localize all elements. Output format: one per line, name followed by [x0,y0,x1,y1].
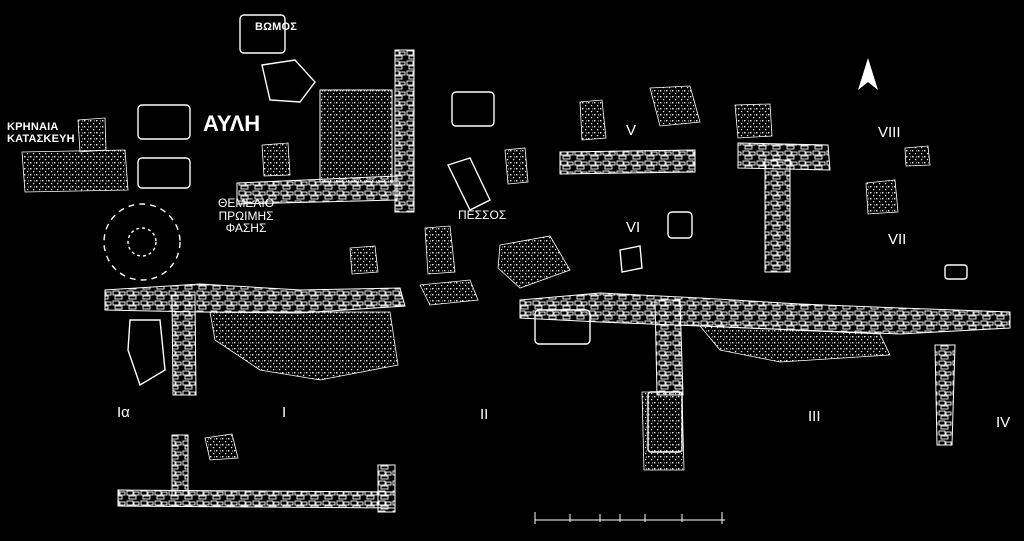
north-arrow-icon [858,58,878,90]
room-III-label: III [808,408,821,425]
room-VI-label: VI [626,219,641,236]
foundation-label-line2: ΠΡΩΙΜΗΣ [218,208,274,223]
stone-blocks [127,14,968,453]
room-II-label: II [480,406,489,423]
cross-walls [117,49,956,513]
room-I-label: I [282,404,287,421]
pithos-label: ΠΕΣΣΟΣ [458,208,507,222]
paved-floor [319,89,393,183]
room-VIII-label: VIII [878,124,901,141]
main-wall [104,142,1011,335]
fountain-label: ΚΡΗΝΑΙΑ ΚΑΤΑΣΚΕΥΗ [7,121,75,145]
circular-structure [103,203,181,281]
foundation-label-line1: ΘΕΜΕΛΙΟ [218,196,275,210]
courtyard-label: ΑΥΛΗ [203,111,261,136]
foundation-label-line3: ΦΑΣΗΣ [225,221,267,236]
room-Ia-label: Ια [117,404,130,421]
fountain-label-line1: ΚΡΗΝΑΙΑ [7,121,59,133]
scale-bar [534,512,725,524]
stone-clusters [204,85,931,461]
fountain-label-line2: ΚΑΤΑΣΚΕΥΗ [7,132,75,145]
room-VII-label: VII [888,231,907,248]
rubble [21,117,891,471]
room-V-label: V [626,122,637,139]
altar-label: ΒΩΜΟΣ [255,21,298,33]
room-IV-label: IV [996,414,1011,431]
foundation-label: ΘΕΜΕΛΙΟ ΠΡΩΙΜΗΣ ΦΑΣΗΣ [218,197,274,235]
